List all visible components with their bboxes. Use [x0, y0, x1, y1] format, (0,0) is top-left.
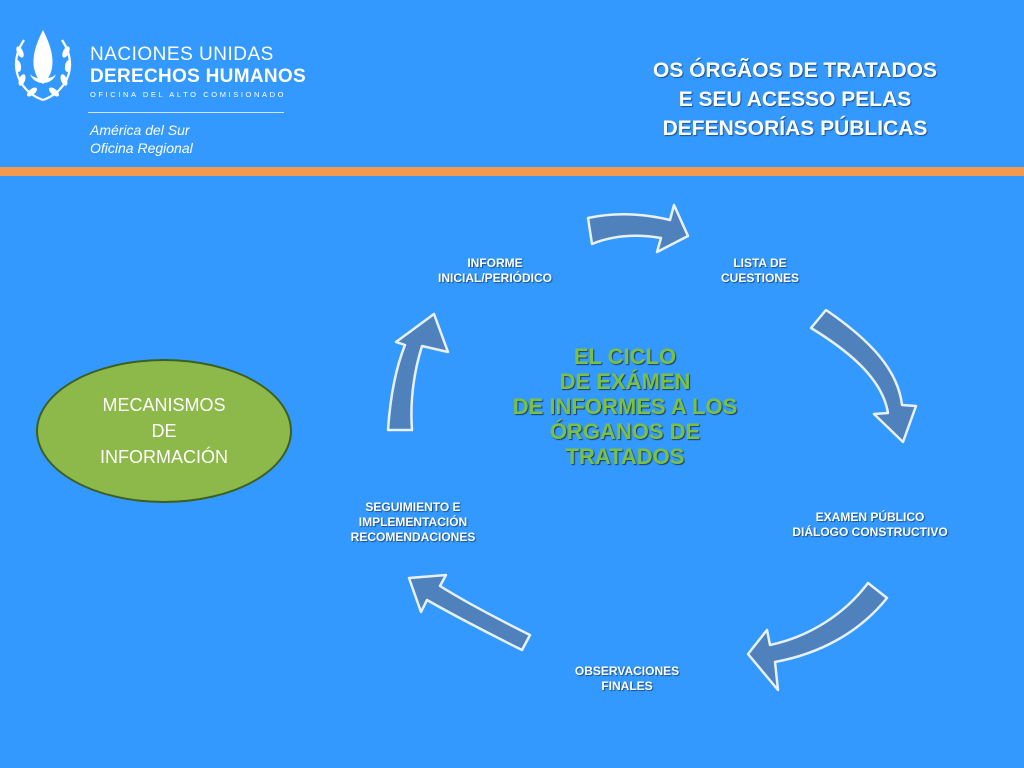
un-human-rights-logo: NACIONES UNIDAS DERECHOS HUMANOS OFICINA…: [8, 22, 306, 162]
cycle-node-label: INICIAL/PERIÓDICO: [437, 271, 552, 285]
logo-divider: [88, 112, 284, 113]
cycle-node-label: SEGUIMIENTO E: [365, 500, 461, 514]
cycle-node-label: RECOMENDACIONES: [350, 530, 476, 544]
slide-title: OS ÓRGÃOS DE TRATADOS E SEU ACESSO PELAS…: [580, 56, 1010, 143]
cycle-center-line: DE INFORMES A LOS: [512, 394, 738, 419]
arrow-observaciones-to-seguimiento: [407, 573, 532, 652]
cycle-node-examen: EXAMEN PÚBLICO DIÁLOGO CONSTRUCTIVO: [768, 510, 972, 540]
logo-text-oficina: OFICINA DEL ALTO COMISIONADO: [90, 90, 287, 99]
cycle-center-line: TRATADOS: [565, 444, 685, 469]
logo-text-derechos-humanos: DERECHOS HUMANOS: [90, 66, 306, 87]
cycle-node-observaciones: OBSERVACIONES FINALES: [556, 664, 698, 694]
cycle-center-line: EL CICLO: [573, 344, 677, 369]
cycle-center-title: EL CICLO DE EXÁMEN DE INFORMES A LOS ÓRG…: [460, 344, 790, 469]
logo-text-office: Oficina Regional: [90, 140, 193, 156]
header-divider-bar: [0, 167, 1024, 176]
arrow-examen-to-observaciones: [746, 581, 889, 692]
cycle-node-label: OBSERVACIONES: [574, 664, 680, 678]
slide-title-line: E SEU ACESSO PELAS: [678, 88, 912, 111]
cycle-node-label: IMPLEMENTACIÓN: [358, 515, 468, 529]
cycle-node-label: FINALES: [601, 679, 653, 693]
ellipse-label: MECANISMOS: [102, 395, 226, 415]
logo-text-naciones-unidas: NACIONES UNIDAS: [90, 44, 274, 65]
cycle-node-label: CUESTIONES: [720, 271, 799, 285]
cycle-center-line: DE EXÁMEN: [559, 369, 691, 394]
arrow-lista-to-examen: [809, 308, 918, 444]
ellipse-label: INFORMACIÓN: [100, 447, 228, 467]
cycle-center-line: ÓRGANOS DE: [549, 419, 701, 444]
cycle-node-label: LISTA DE: [733, 256, 787, 270]
slide-title-line: DEFENSORÍAS PÚBLICAS: [662, 117, 928, 140]
arrow-informe-to-lista: [586, 203, 690, 254]
un-laurel-emblem-icon: [14, 30, 72, 102]
cycle-node-lista: LISTA DE CUESTIONES: [700, 256, 820, 286]
cycle-node-label: INFORME: [467, 256, 523, 270]
arrow-seguimiento-to-informe: [386, 312, 450, 432]
cycle-node-seguimiento: SEGUIMIENTO E IMPLEMENTACIÓN RECOMENDACI…: [330, 500, 496, 545]
mecanismos-informacion-ellipse: MECANISMOS DE INFORMACIÓN: [36, 359, 292, 503]
ellipse-label: DE: [151, 421, 177, 441]
cycle-node-informe: INFORME INICIAL/PERIÓDICO: [424, 256, 566, 286]
cycle-node-label: EXAMEN PÚBLICO: [815, 510, 925, 524]
cycle-node-label: DIÁLOGO CONSTRUCTIVO: [792, 525, 948, 539]
slide-title-line: OS ÓRGÃOS DE TRATADOS: [653, 59, 937, 82]
logo-text-region: América del Sur: [90, 122, 190, 138]
